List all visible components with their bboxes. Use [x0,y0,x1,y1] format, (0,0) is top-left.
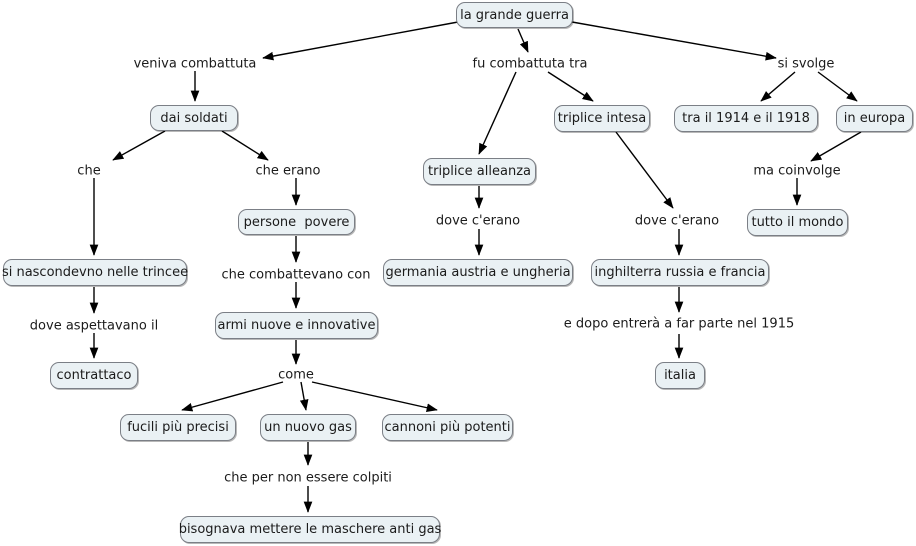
concept-node[interactable]: triplice alleanza [423,158,536,185]
edge [571,21,777,61]
edge [181,381,284,412]
concept-node[interactable]: cannoni più potenti [382,414,513,441]
edge [221,130,269,161]
concept-node[interactable]: tutto il mondo [747,209,848,236]
edge [615,131,674,209]
link-phrase-label: che per non essere colpiti [224,470,392,486]
link-phrase-label: dove c'erano [634,213,720,229]
edge [299,381,309,411]
link-phrase-label: veniva combattuta [133,56,257,72]
concept-node[interactable]: contrattaco [50,362,138,389]
concept-node[interactable]: triplice intesa [554,105,650,132]
link-phrase-label: fu combattuta tra [472,56,588,72]
edge [311,381,438,412]
edge [547,71,594,102]
link-phrase-label: che [77,163,101,179]
concept-node[interactable]: armi nuove e innovative [215,312,378,339]
link-phrase-label: che erano [255,163,321,179]
concept-node[interactable]: bisognava mettere le maschere anti gas [179,516,441,543]
concept-node[interactable]: tra il 1914 e il 1918 [674,105,818,132]
link-phrase-label: ma coinvolge [753,163,841,179]
concept-node[interactable]: in europa [836,105,913,132]
link-phrase-label: come [278,367,314,383]
concept-node[interactable]: italia [655,362,705,389]
concept-node[interactable]: fucili più precisi [120,414,236,441]
link-phrase-label: che combattevano con [221,267,371,283]
edge [112,130,166,161]
link-phrase-label: dove c'erano [435,213,521,229]
concept-node[interactable]: germania austria e ungheria [383,259,573,286]
concept-node[interactable]: la grande guerra [456,2,573,28]
edge [517,28,529,53]
concept-node[interactable]: si nascondevno nelle trincee [2,259,188,286]
edge [262,21,459,61]
concept-node[interactable]: dai soldati [150,105,238,131]
concept-node[interactable]: persone povere [238,209,355,235]
link-phrase-label: si svolge [777,56,835,72]
link-phrase-label: e dopo entrerà a far parte nel 1915 [563,316,795,332]
link-phrase-label: dove aspettavano il [29,318,159,334]
edge [810,131,862,162]
edge [760,71,796,102]
concept-node[interactable]: un nuovo gas [260,414,356,441]
edge [478,71,517,155]
concept-node[interactable]: inghilterra russia e francia [591,259,769,286]
edge [817,71,858,102]
